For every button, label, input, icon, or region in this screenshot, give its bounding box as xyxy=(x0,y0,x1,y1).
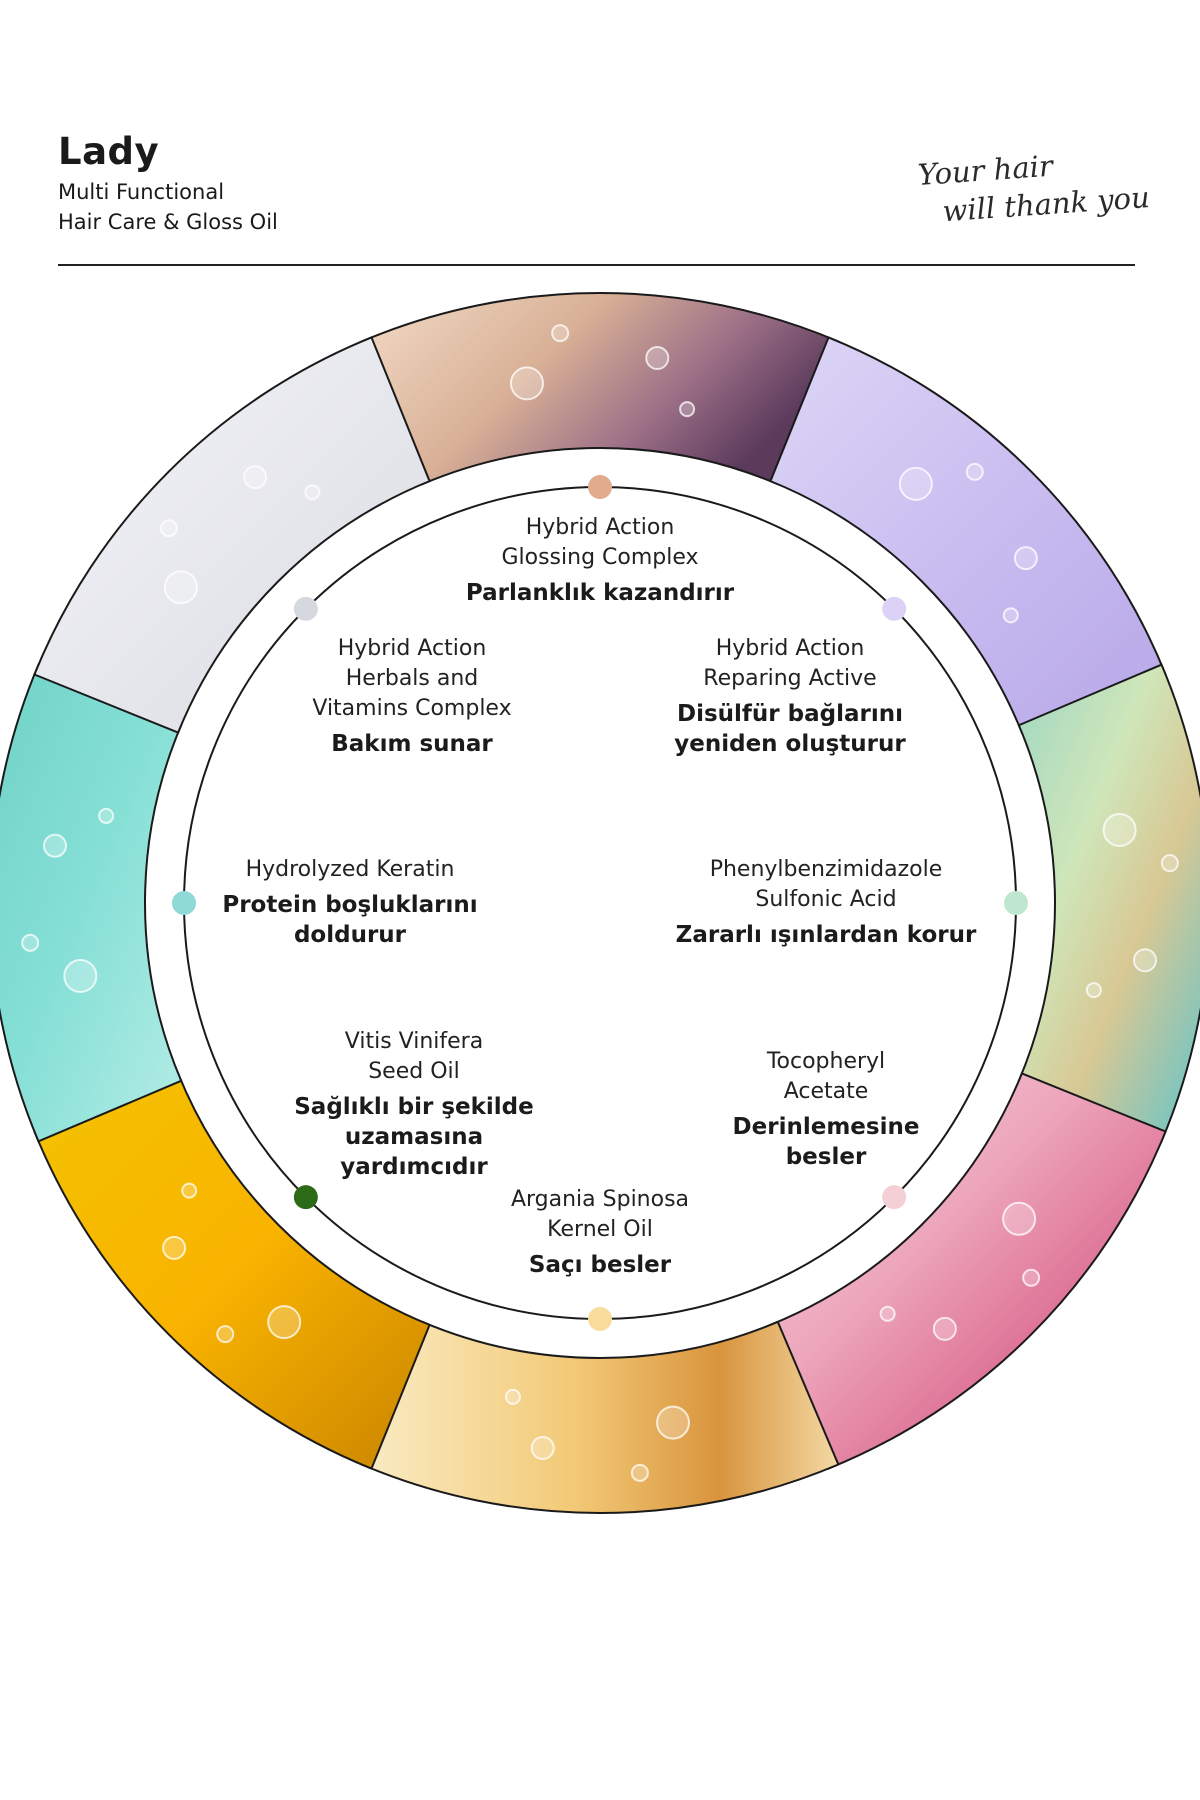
bubble-decor xyxy=(43,833,68,858)
ingredient-benefit: Bakım sunar xyxy=(331,731,493,757)
ingredient-dot-glossing xyxy=(588,475,612,499)
bubble-decor xyxy=(679,401,696,418)
ingredient-dot-tocopheryl xyxy=(882,1185,907,1210)
ingredient-dot-vitis xyxy=(293,1185,318,1210)
ingredient-name: Hydrolyzed Keratin xyxy=(245,857,455,882)
ingredient-repairing: Hybrid Action Reparing Active Disülfür b… xyxy=(630,634,950,759)
bubble-decor xyxy=(932,1316,957,1341)
ingredient-benefit: Saçı besler xyxy=(528,1252,672,1278)
bubble-decor xyxy=(267,1305,302,1340)
ingredient-name: Hybrid Action Reparing Active xyxy=(703,636,877,691)
bubble-decor xyxy=(1002,607,1019,624)
ingredient-argania: Argania Spinosa Kernel Oil Saçı besler xyxy=(440,1185,760,1280)
bubble-decor xyxy=(551,324,570,343)
ingredient-name: Vitis Vinifera Seed Oil xyxy=(344,1029,484,1084)
ingredient-name: Argania Spinosa Kernel Oil xyxy=(510,1187,690,1242)
segment-aqua-oil-drops xyxy=(0,663,183,1143)
bubble-decor xyxy=(216,1325,235,1344)
ingredient-dot-phenyl xyxy=(1004,891,1028,915)
ingredient-benefit: Protein boşluklarını doldurur xyxy=(222,892,478,948)
bubble-decor xyxy=(63,959,98,994)
bubble-decor xyxy=(1013,546,1038,571)
bubble-decor xyxy=(159,519,178,538)
bubble-decor xyxy=(21,933,40,952)
ingredient-benefit: Zararlı ışınlardan korur xyxy=(675,922,977,948)
ingredient-dot-repairing xyxy=(882,596,907,621)
segment-amber-oil-bubbles xyxy=(360,1320,840,1515)
header-divider xyxy=(58,264,1135,266)
segment-green-oil-drops xyxy=(1017,663,1200,1143)
bubble-decor xyxy=(1102,812,1137,847)
ingredient-name: Tocopheryl Acetate xyxy=(766,1049,886,1104)
header: Lady Multi Functional Hair Care & Gloss … xyxy=(58,130,1150,265)
ingredient-benefit: Disülfür bağlarını yeniden oluşturur xyxy=(674,701,906,757)
bubble-decor xyxy=(509,366,544,401)
bubble-decor xyxy=(1022,1268,1041,1287)
segment-mauve-oil-bubbles xyxy=(360,292,840,486)
ingredient-benefit: Derinlemesine besler xyxy=(732,1114,920,1170)
ingredient-dot-argania xyxy=(588,1307,612,1331)
ingredient-phenyl: Phenylbenzimidazole Sulfonic Acid Zararl… xyxy=(646,855,1006,950)
ingredient-name: Hybrid Action Glossing Complex xyxy=(501,515,699,570)
bubble-decor xyxy=(656,1405,691,1440)
bubble-decor xyxy=(504,1388,521,1405)
bubble-decor xyxy=(1002,1201,1037,1236)
ingredient-name: Phenylbenzimidazole Sulfonic Acid xyxy=(709,857,943,912)
ingredient-dots xyxy=(172,475,1028,1331)
ingredient-keratin: Hydrolyzed Keratin Protein boşluklarını … xyxy=(190,855,510,950)
ingredient-benefit: Sağlıklı bir şekilde uzamasına yardımcıd… xyxy=(294,1094,534,1180)
ingredient-glossing: Hybrid Action Glossing Complex Parlanklı… xyxy=(440,513,760,608)
bubble-decor xyxy=(163,570,198,605)
bubble-decor xyxy=(1085,982,1102,999)
ingredient-dot-keratin xyxy=(172,891,196,915)
bubble-decor xyxy=(630,1463,649,1482)
ingredient-vitis: Vitis Vinifera Seed Oil Sağlıklı bir şek… xyxy=(254,1027,574,1182)
bubble-decor xyxy=(304,484,321,501)
product-subtitle-line2: Hair Care & Gloss Oil xyxy=(58,210,278,234)
bubble-decor xyxy=(645,346,670,371)
product-subtitle-line1: Multi Functional xyxy=(58,180,225,204)
ingredient-herbals: Hybrid Action Herbals and Vitamins Compl… xyxy=(252,634,572,759)
bubble-decor xyxy=(879,1305,896,1322)
image-segments xyxy=(0,292,1200,1515)
bubble-decor xyxy=(1160,854,1179,873)
bubble-decor xyxy=(98,807,115,824)
brand-title: Lady xyxy=(58,130,160,173)
bubble-decor xyxy=(1132,948,1157,973)
ingredient-benefit: Parlanklık kazandırır xyxy=(465,580,735,606)
ingredient-tocopheryl: Tocopheryl Acetate Derinlemesine besler xyxy=(666,1047,986,1172)
bubble-decor xyxy=(530,1435,555,1460)
bubble-decor xyxy=(965,462,984,481)
bubble-decor xyxy=(181,1182,198,1199)
bubble-decor xyxy=(243,465,268,490)
bubble-decor xyxy=(162,1235,187,1260)
segment-white-gel-bubbles xyxy=(33,336,431,734)
ingredient-name: Hybrid Action Herbals and Vitamins Compl… xyxy=(312,636,512,721)
ingredient-dot-herbals xyxy=(293,596,318,621)
bubble-decor xyxy=(898,466,933,501)
